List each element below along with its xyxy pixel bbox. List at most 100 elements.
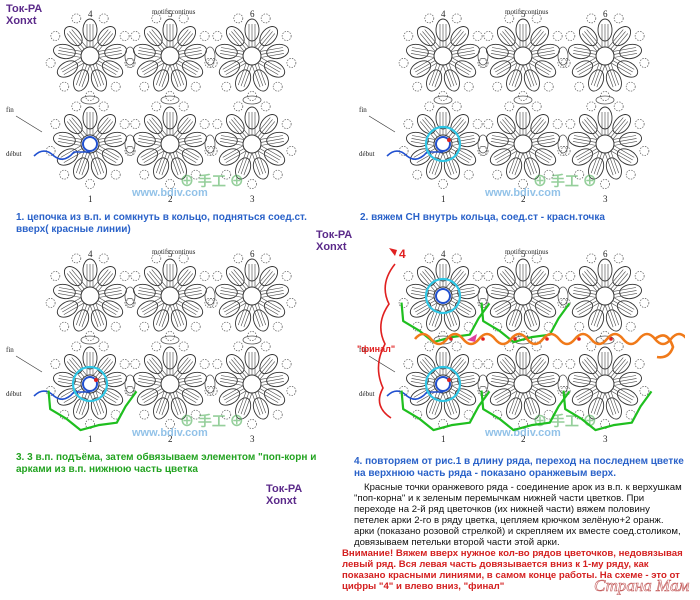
stitch-mark bbox=[155, 63, 165, 86]
chain-arc bbox=[478, 386, 489, 396]
stitch-mark bbox=[577, 388, 598, 401]
chain-arc bbox=[190, 321, 201, 332]
stitch-mark bbox=[233, 29, 249, 48]
chain-arc bbox=[110, 81, 121, 92]
flower-motif bbox=[207, 101, 297, 189]
stitch-mark bbox=[99, 385, 120, 398]
stitch-mark bbox=[490, 381, 514, 386]
stitch-mark bbox=[155, 303, 165, 326]
chain-arc bbox=[50, 31, 61, 41]
stitch-mark bbox=[142, 148, 163, 161]
stitch-mark bbox=[257, 271, 273, 290]
stitch-mark bbox=[260, 135, 284, 140]
chain-arc bbox=[560, 146, 571, 156]
chain-arc bbox=[130, 31, 141, 41]
stitch-mark bbox=[60, 145, 81, 158]
stitch-mark bbox=[81, 305, 91, 328]
center-ring bbox=[433, 46, 453, 66]
flower-motif bbox=[125, 341, 216, 429]
chain-arc bbox=[398, 58, 409, 68]
fin-label: fin bbox=[6, 106, 14, 114]
center-ring bbox=[595, 134, 615, 154]
stitch-mark bbox=[608, 117, 624, 136]
stitch-mark bbox=[490, 293, 514, 298]
motif-number: 5 bbox=[521, 9, 526, 19]
connector-loop bbox=[80, 335, 100, 345]
stitch-mark bbox=[172, 392, 182, 415]
stitch-mark bbox=[584, 359, 600, 378]
stitch-mark bbox=[514, 305, 524, 328]
stitch-mark bbox=[97, 361, 114, 380]
stitch-mark bbox=[178, 290, 202, 295]
chain-arc bbox=[221, 169, 232, 180]
chain-arc bbox=[634, 119, 645, 129]
stitch-mark bbox=[575, 385, 596, 398]
center-ring bbox=[433, 286, 453, 306]
stitch-mark bbox=[448, 63, 458, 86]
stitch-mark bbox=[259, 300, 280, 313]
stitch-mark bbox=[499, 33, 516, 52]
stitch-mark bbox=[493, 297, 514, 310]
chain-arc bbox=[613, 13, 624, 24]
stitch-mark bbox=[260, 287, 284, 292]
chain-arc bbox=[247, 179, 257, 189]
motif-number: 5 bbox=[521, 249, 526, 259]
stitch-mark bbox=[225, 302, 246, 315]
stitch-mark bbox=[257, 63, 267, 86]
chain-arc bbox=[472, 359, 483, 369]
motif-number: 6 bbox=[250, 9, 255, 19]
dc-ring bbox=[424, 365, 462, 403]
stitch-mark bbox=[526, 117, 542, 136]
stitch-mark bbox=[410, 141, 434, 146]
chain-arc bbox=[165, 419, 175, 429]
caption-step-4: 4. повторяем от рис.1 в длину ряда, пере… bbox=[354, 456, 684, 479]
stitch-mark bbox=[231, 359, 247, 378]
stitch-mark bbox=[590, 63, 600, 86]
stitch-mark bbox=[612, 148, 633, 161]
stitch-mark bbox=[220, 378, 244, 383]
stitch-mark bbox=[173, 357, 189, 376]
stitch-mark bbox=[233, 357, 249, 376]
stitch-mark bbox=[228, 33, 245, 52]
flower-motif bbox=[45, 13, 136, 105]
stitch-mark bbox=[496, 62, 517, 75]
motif-number: 1 bbox=[441, 194, 446, 204]
stitch-mark bbox=[95, 63, 105, 86]
center-ring bbox=[513, 374, 533, 394]
author-signature-2: Ток-РА Xonxt bbox=[316, 229, 353, 253]
stitch-mark bbox=[422, 119, 438, 138]
chain-arc bbox=[199, 31, 210, 41]
fin-label: fin bbox=[6, 346, 14, 354]
green-row bbox=[480, 390, 571, 432]
stitch-mark bbox=[613, 378, 637, 383]
stitch-mark bbox=[532, 53, 556, 58]
center-ring bbox=[242, 134, 262, 154]
stitch-mark bbox=[261, 141, 285, 146]
chain-arc bbox=[557, 298, 568, 308]
stitch-mark bbox=[175, 119, 191, 138]
stitch-mark bbox=[179, 53, 203, 58]
stitch-mark bbox=[581, 273, 598, 292]
author-signature: Ток-РА Xonxt bbox=[6, 3, 43, 27]
stitch-mark bbox=[593, 392, 603, 415]
stitch-mark bbox=[220, 138, 244, 143]
start-chain bbox=[33, 390, 90, 400]
stitch-mark bbox=[261, 145, 282, 158]
start-ring bbox=[435, 136, 451, 152]
stitch-mark bbox=[151, 117, 167, 136]
connector-loop bbox=[204, 374, 216, 394]
stitch-mark bbox=[451, 135, 475, 140]
stitch-mark bbox=[442, 65, 452, 88]
chain-arc bbox=[110, 321, 121, 332]
flower-motif bbox=[207, 13, 297, 105]
stitch-mark bbox=[257, 303, 267, 326]
watermark-url: www.bdiv.com bbox=[484, 427, 561, 439]
stitch-mark bbox=[63, 390, 84, 403]
motif-number: 1 bbox=[441, 434, 446, 444]
stitch-mark bbox=[261, 381, 285, 386]
center-ring bbox=[242, 46, 262, 66]
chain-arc bbox=[504, 101, 515, 112]
dc-ring bbox=[71, 365, 109, 403]
stitch-mark bbox=[410, 293, 434, 298]
stitch-mark bbox=[445, 304, 455, 327]
